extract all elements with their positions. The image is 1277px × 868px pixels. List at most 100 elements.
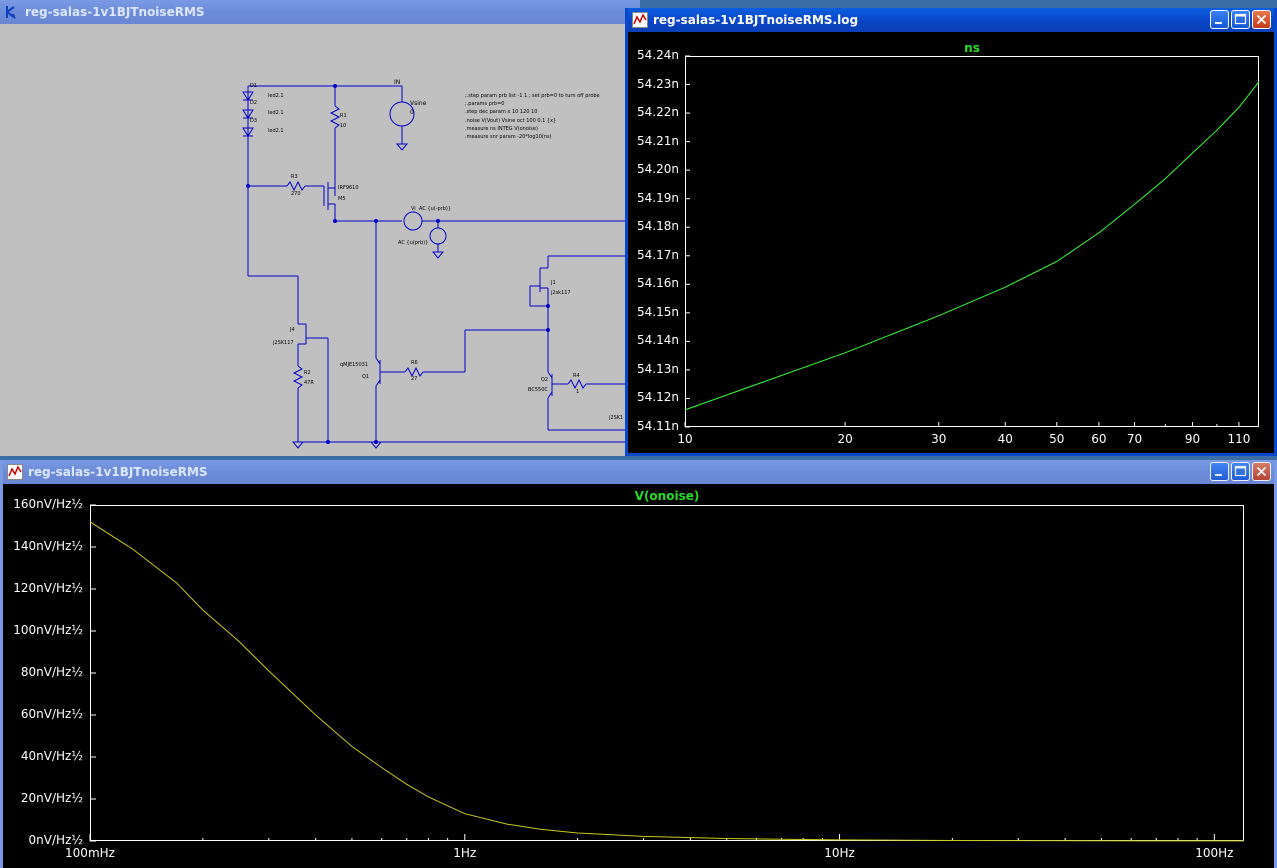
log-plot-window: reg-salas-1v1BJTnoiseRMS.log ns 54.24n 54… xyxy=(625,8,1277,456)
log-x-tick-label: 40 xyxy=(997,432,1013,446)
schematic-app-icon xyxy=(4,4,20,20)
schematic-window: reg-salas-1v1BJTnoiseRMS xyxy=(0,0,640,456)
noise-y-tick-label: 60nV/Hz½ xyxy=(20,707,83,721)
directive-line: ;.params prb=0 xyxy=(465,101,505,108)
noise-y-tick-label: 120nV/Hz½ xyxy=(13,581,83,595)
label-r2-val: 47R xyxy=(304,380,314,386)
log-y-tick-label: 54.22n xyxy=(637,105,679,120)
log-y-tick-label: 54.11n xyxy=(637,419,679,433)
noise-x-tick-label: 100mHz xyxy=(65,846,115,860)
log-x-tick-label: 50 xyxy=(1049,432,1065,446)
noise-plot-svg xyxy=(89,504,1244,842)
log-y-tick-label: 54.18n xyxy=(637,219,679,234)
noise-x-tick-label: 10Hz xyxy=(824,846,855,860)
label-r1: R1 xyxy=(340,113,347,119)
label-d3: D3 xyxy=(250,118,258,124)
noise-y-tick-label: 100nV/Hz½ xyxy=(13,623,83,637)
label-r6-val: 27 xyxy=(411,376,418,382)
waveform-app-icon xyxy=(632,12,648,28)
label-q1-model: qMJE15031 xyxy=(340,362,369,368)
log-title: reg-salas-1v1BJTnoiseRMS.log xyxy=(653,13,859,27)
label-r2: R2 xyxy=(304,370,311,376)
label-j1: J1 xyxy=(551,280,556,286)
maximize-button[interactable] xyxy=(1231,10,1250,29)
log-x-tick-label: 30 xyxy=(931,432,947,446)
schematic-title: reg-salas-1v1BJTnoiseRMS xyxy=(25,5,205,19)
maximize-button[interactable] xyxy=(1231,462,1250,481)
label-r6: R6 xyxy=(411,360,418,366)
label-d2: D2 xyxy=(250,100,258,106)
minimize-button[interactable] xyxy=(1210,10,1229,29)
log-x-tick-label: 10 xyxy=(677,432,693,446)
label-vsine: Vsine xyxy=(410,100,427,107)
log-y-tick-label: 54.13n xyxy=(637,361,679,376)
label-d1: D1 xyxy=(250,83,258,89)
label-in: IN xyxy=(394,79,401,86)
schematic-titlebar[interactable]: reg-salas-1v1BJTnoiseRMS xyxy=(0,0,640,24)
noise-x-tick-label: 1Hz xyxy=(453,846,477,860)
log-x-tick-label: 70 xyxy=(1126,432,1143,446)
label-m5-model: IRF9610 xyxy=(338,185,359,191)
noise-plot-window: reg-salas-1v1BJTnoiseRMS V(onoise) 160nV… xyxy=(0,460,1277,868)
log-x-tick-label: 90 xyxy=(1184,432,1201,446)
label-r3: R3 xyxy=(291,174,298,180)
directive-line: .measure snr param -20*log10(ns) xyxy=(465,134,552,141)
label-j4-model: j2SK117 xyxy=(273,340,294,346)
spice-directives[interactable]: ;.step param prb list -1 1 ; set prb=0 t… xyxy=(465,92,600,141)
label-j1-model: j2sk117 xyxy=(551,290,571,296)
log-y-tick-label: 54.19n xyxy=(637,190,679,205)
noise-y-tick-label: 160nV/Hz½ xyxy=(13,497,83,511)
label-m5: M5 xyxy=(338,196,346,202)
noise-y-tick-label: 0nV/Hz½ xyxy=(28,833,83,847)
label-r4: R4 xyxy=(573,373,580,379)
log-plot-svg xyxy=(684,55,1260,428)
log-titlebar[interactable]: reg-salas-1v1BJTnoiseRMS.log xyxy=(628,8,1274,32)
noise-y-tick-label: 20nV/Hz½ xyxy=(20,791,83,805)
log-y-tick-label: 54.17n xyxy=(637,247,679,262)
label-led3: led2.1 xyxy=(268,128,284,134)
minimize-button[interactable] xyxy=(1210,462,1229,481)
directive-line: .measure ns INTEG V(onoise) xyxy=(465,125,538,132)
label-vsine-val: 0 xyxy=(410,109,414,116)
noise-y-tick-label: 140nV/Hz½ xyxy=(13,539,83,553)
log-y-tick-label: 54.23n xyxy=(637,76,679,91)
label-vi-ac: AC {u(-prb)} xyxy=(419,206,452,212)
label-q2-model: BC550C xyxy=(528,387,548,393)
log-plot-area[interactable] xyxy=(685,56,1259,427)
log-y-tick-label: 54.15n xyxy=(637,304,679,319)
noise-title: reg-salas-1v1BJTnoiseRMS xyxy=(28,465,208,479)
schematic-canvas[interactable]: IN Vsine 0 R1 10 D1 D2 D3 led2.1 led2.1 … xyxy=(0,24,640,456)
label-r1-val: 10 xyxy=(340,123,347,129)
label-ii-ac: AC {u(prb)} xyxy=(398,240,429,246)
label-led1: led2.1 xyxy=(268,93,284,99)
directive-line: .noise V(Vout) Vsine oct 100 0.1 {x} xyxy=(465,117,557,124)
label-q2: Q2 xyxy=(541,377,549,383)
log-y-tick-label: 54.12n xyxy=(637,390,679,405)
directive-line: .step dec param x 10 120 10 xyxy=(465,109,538,116)
noise-x-tick-label: 100Hz xyxy=(1195,846,1234,860)
label-j4: J4 xyxy=(290,327,295,333)
log-y-tick-label: 54.21n xyxy=(637,133,679,148)
label-q1: Q1 xyxy=(362,374,370,380)
close-button[interactable] xyxy=(1252,10,1271,29)
waveform-app-icon xyxy=(7,464,23,480)
noise-y-tick-label: 80nV/Hz½ xyxy=(20,665,83,679)
log-y-tick-label: 54.14n xyxy=(637,333,679,348)
log-y-tick-label: 54.20n xyxy=(637,162,679,177)
log-y-tick-label: 54.24n xyxy=(637,48,679,62)
noise-titlebar[interactable]: reg-salas-1v1BJTnoiseRMS xyxy=(3,460,1274,484)
label-j2sk-partial: j2SK1 xyxy=(609,415,624,421)
log-x-tick-label: 60 xyxy=(1091,432,1107,446)
ns-trace xyxy=(684,81,1260,411)
noise-plot-title: V(onoise) xyxy=(634,489,700,503)
onoise-trace xyxy=(89,521,1244,842)
close-button[interactable] xyxy=(1252,462,1271,481)
log-x-tick-label: 20 xyxy=(837,432,853,446)
noise-y-tick-label: 40nV/Hz½ xyxy=(20,749,83,763)
label-r3-val: 270 xyxy=(291,191,301,197)
label-r4-val: 1 xyxy=(576,389,580,395)
log-x-tick-label: 110 xyxy=(1227,432,1251,446)
schematic-drawing xyxy=(242,84,640,449)
label-vi: Vi xyxy=(411,206,416,212)
log-plot-title: ns xyxy=(964,41,980,55)
